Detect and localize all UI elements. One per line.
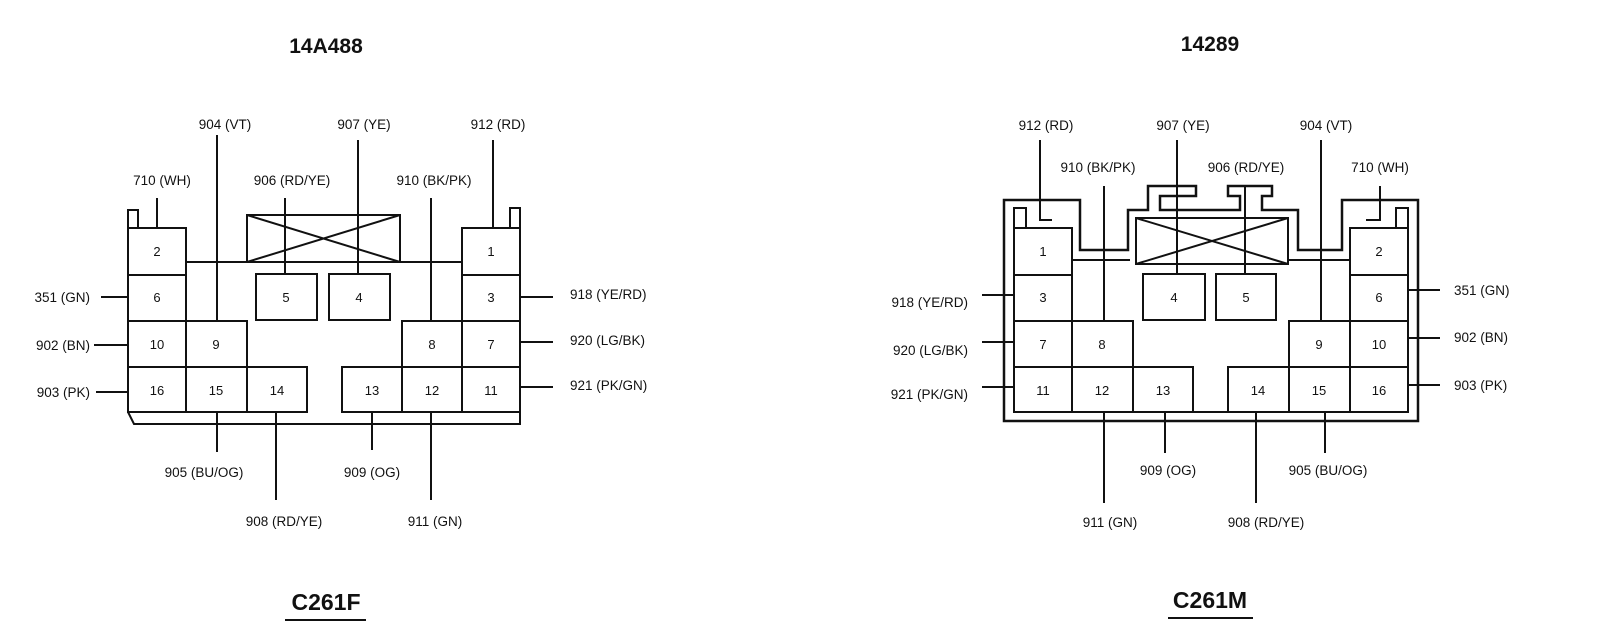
right-pin-8: 8 [1098, 337, 1105, 352]
right-pin-6: 6 [1375, 290, 1382, 305]
right-pin-16: 16 [1372, 383, 1386, 398]
right-pin-2: 2 [1375, 244, 1382, 259]
right-pin-15: 15 [1312, 383, 1326, 398]
left-wire-label-921: 921 (PK/GN) [570, 378, 647, 393]
left-wire-label-904: 904 (VT) [199, 117, 252, 132]
left-housing [127, 207, 521, 425]
left-wire-label-920: 920 (LG/BK) [570, 333, 645, 348]
left-pin-5: 5 [282, 290, 289, 305]
left-pins: 2 1 6 5 4 3 10 9 8 7 16 15 14 [127, 227, 521, 413]
right-part-number: 14289 [1181, 33, 1239, 56]
left-wire-label-351: 351 (GN) [34, 290, 90, 305]
right-wire-label-918: 918 (YE/RD) [891, 295, 968, 310]
left-wire-label-909: 909 (OG) [344, 465, 400, 480]
left-wire-label-903: 903 (PK) [37, 385, 90, 400]
right-wire-label-905: 905 (BU/OG) [1289, 463, 1368, 478]
right-pin-7: 7 [1039, 337, 1046, 352]
left-pin-15: 15 [209, 383, 223, 398]
left-pin-11: 11 [484, 383, 498, 398]
right-pin-4: 4 [1170, 290, 1177, 305]
left-connector-name: C261F [291, 589, 360, 615]
connector-c261m: 14289 [891, 33, 1510, 619]
right-housing [1002, 184, 1420, 423]
right-wire-label-904: 904 (VT) [1300, 118, 1353, 133]
left-pin-4: 4 [355, 290, 362, 305]
left-pin-2: 2 [153, 244, 160, 259]
left-wire-label-918: 918 (YE/RD) [570, 287, 647, 302]
left-wire-label-911: 911 (GN) [408, 514, 463, 529]
right-wire-labels: 912 (RD) 910 (BK/PK) 907 (YE) 906 (RD/YE… [891, 118, 1510, 530]
right-wire-label-907: 907 (YE) [1156, 118, 1209, 133]
left-wire-label-905: 905 (BU/OG) [165, 465, 244, 480]
left-wires [94, 135, 553, 500]
left-pin-6: 6 [153, 290, 160, 305]
left-wire-label-910: 910 (BK/PK) [396, 173, 471, 188]
left-wire-label-908: 908 (RD/YE) [246, 514, 323, 529]
right-pin-12: 12 [1095, 383, 1109, 398]
left-pin-7: 7 [487, 337, 494, 352]
right-pin-9: 9 [1315, 337, 1322, 352]
right-pin-5: 5 [1242, 290, 1249, 305]
right-wire-label-908: 908 (RD/YE) [1228, 515, 1305, 530]
left-pin-16: 16 [150, 383, 164, 398]
left-pin-1: 1 [487, 244, 494, 259]
right-wire-label-912: 912 (RD) [1019, 118, 1074, 133]
right-connector-name: C261M [1173, 587, 1247, 613]
left-wire-label-912: 912 (RD) [471, 117, 526, 132]
connector-c261f: 14A488 [34, 35, 647, 621]
right-wire-label-911: 911 (GN) [1083, 515, 1138, 530]
right-pin-3: 3 [1039, 290, 1046, 305]
left-part-number: 14A488 [289, 35, 363, 58]
right-pin-14: 14 [1251, 383, 1265, 398]
right-pin-13: 13 [1156, 383, 1170, 398]
left-pin-13: 13 [365, 383, 379, 398]
right-wires [982, 140, 1440, 503]
right-wire-label-906: 906 (RD/YE) [1208, 160, 1285, 175]
left-pin-8: 8 [428, 337, 435, 352]
right-wire-label-710: 710 (WH) [1351, 160, 1409, 175]
left-pin-9: 9 [212, 337, 219, 352]
right-wire-label-910: 910 (BK/PK) [1060, 160, 1135, 175]
right-pins: 1 2 3 4 5 6 7 8 9 10 11 12 13 [1013, 227, 1409, 413]
left-pin-14: 14 [270, 383, 284, 398]
left-wire-label-710: 710 (WH) [133, 173, 191, 188]
right-pin-1: 1 [1039, 244, 1046, 259]
right-pin-11: 11 [1036, 383, 1050, 398]
left-wire-labels: 710 (WH) 904 (VT) 906 (RD/YE) 907 (YE) 9… [34, 117, 647, 529]
right-wire-label-921: 921 (PK/GN) [891, 387, 968, 402]
left-pin-3: 3 [487, 290, 494, 305]
left-pin-12: 12 [425, 383, 439, 398]
right-pin-10: 10 [1372, 337, 1386, 352]
right-wire-label-920: 920 (LG/BK) [893, 343, 968, 358]
right-wire-label-351: 351 (GN) [1454, 283, 1510, 298]
left-wire-label-902: 902 (BN) [36, 338, 90, 353]
right-wire-label-903: 903 (PK) [1454, 378, 1507, 393]
left-pin-10: 10 [150, 337, 164, 352]
right-wire-label-902: 902 (BN) [1454, 330, 1508, 345]
right-wire-label-909: 909 (OG) [1140, 463, 1196, 478]
left-wire-label-906: 906 (RD/YE) [254, 173, 331, 188]
left-wire-label-907: 907 (YE) [337, 117, 390, 132]
